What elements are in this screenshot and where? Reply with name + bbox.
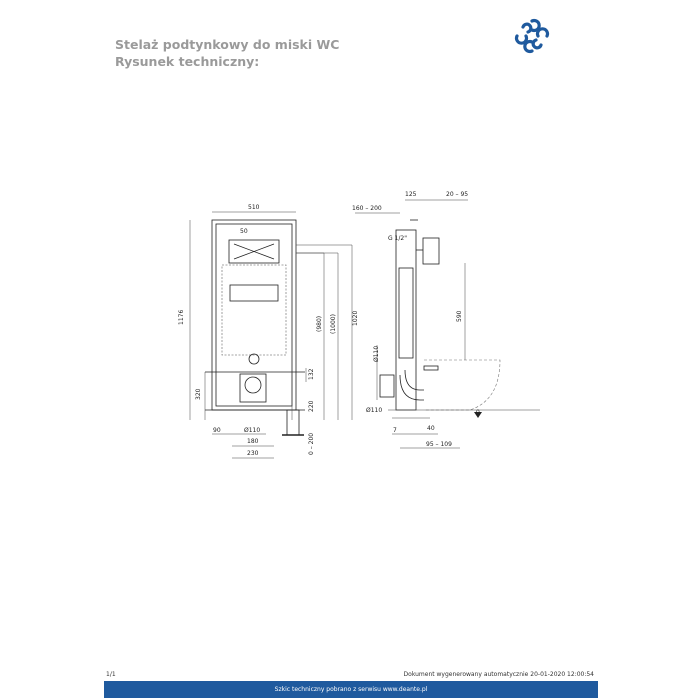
dim-1176: 1176 xyxy=(178,310,185,325)
dim-40: 40 xyxy=(427,425,435,432)
dim-320: 320 xyxy=(195,388,202,400)
dim-230: 230 xyxy=(247,450,259,457)
document-title: Stelaż podtynkowy do miski WC xyxy=(115,37,340,52)
dim-thread: G 1/2" xyxy=(388,235,407,242)
dimension-labels: 510 50 1176 320 90 Ø110 180 230 0 – 200 … xyxy=(178,191,480,457)
dim-125: 125 xyxy=(405,191,417,198)
dim-50: 50 xyxy=(240,228,248,235)
toilet-bowl-outline xyxy=(424,359,501,411)
dim-1000: (1000) xyxy=(330,314,337,334)
dim-d110-horizontal: Ø110 xyxy=(366,407,382,414)
deante-logo-icon xyxy=(514,18,550,54)
dim-132: 132 xyxy=(308,368,315,380)
side-view xyxy=(379,219,440,411)
dim-220: 220 xyxy=(308,400,315,412)
document-subtitle: Rysunek techniczny: xyxy=(115,54,260,69)
generated-timestamp: Dokument wygenerowany automatycznie 20-0… xyxy=(403,671,594,678)
dim-95-109: 95 – 109 xyxy=(426,441,452,448)
side-dim-lines xyxy=(355,199,540,449)
dim-180: 180 xyxy=(247,438,259,445)
dim-20-95: 20 – 95 xyxy=(446,191,468,198)
page-number: 1/1 xyxy=(106,671,116,678)
source-footer-bar: Szkic techniczny pobrano z serwisu www.d… xyxy=(104,681,598,698)
dim-590: 590 xyxy=(456,310,463,322)
dim-d110-front: Ø110 xyxy=(244,427,260,434)
dim-90: 90 xyxy=(213,427,221,434)
dim-510: 510 xyxy=(248,204,260,211)
dim-1020: 1020 xyxy=(352,311,359,326)
front-dim-lines xyxy=(189,211,353,459)
dim-160-200: 160 – 200 xyxy=(352,205,382,212)
title-block: Stelaż podtynkowy do miski WC Rysunek te… xyxy=(115,36,339,70)
dim-7: 7 xyxy=(393,427,397,434)
dim-d110-vertical: Ø110 xyxy=(373,346,380,362)
dim-0-200: 0 – 200 xyxy=(308,433,315,455)
dim-980: (980) xyxy=(316,316,323,332)
front-view xyxy=(205,219,305,436)
floor-level-marker-icon xyxy=(474,412,482,418)
